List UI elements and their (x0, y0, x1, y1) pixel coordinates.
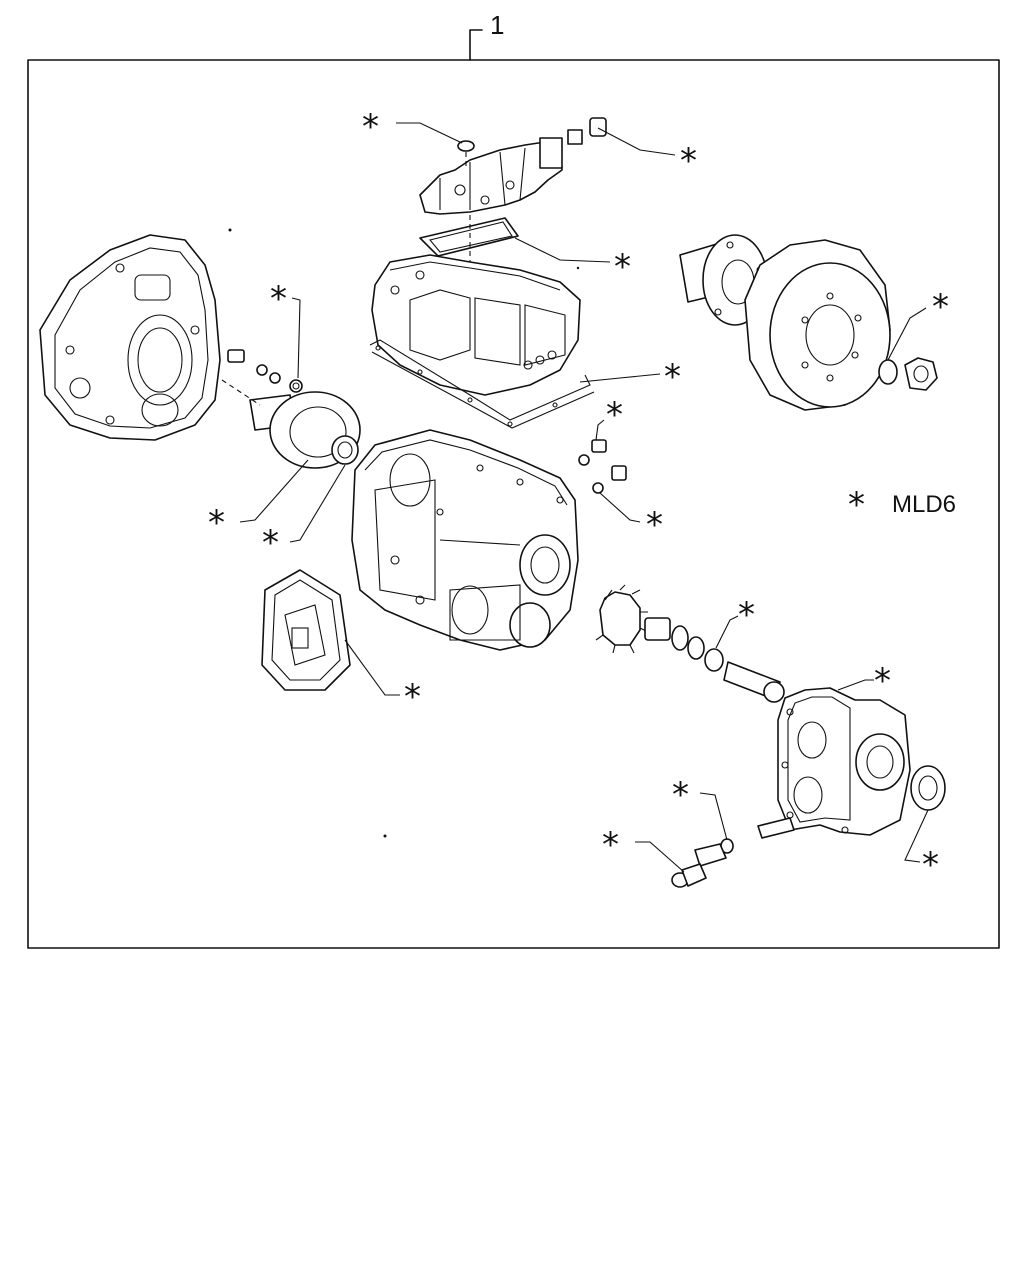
marker-shaft-cover: * (208, 503, 225, 543)
oil-seal-part (910, 765, 946, 811)
callout-markers: * * * * * * * * * * * * * (208, 107, 949, 885)
marker-case-gasket: * (664, 357, 681, 397)
input-shaft-cover-part (221, 379, 361, 469)
legend: * MLD6 (848, 485, 956, 525)
legend-text: MLD6 (892, 491, 956, 518)
marker-top-washer: * (362, 107, 379, 147)
drain-plugs-part (578, 439, 627, 494)
side-cover-gasket-part (261, 569, 351, 691)
shift-housing-part (371, 254, 581, 396)
marker-top-gasket: * (614, 247, 631, 287)
assembly-callout: 1 (469, 10, 504, 61)
assembly-reference-number: 1 (490, 10, 504, 40)
marker-flange-washer: * (932, 287, 949, 327)
washer-and-nut-part (878, 357, 938, 391)
marker-input-seal: * (262, 523, 279, 563)
marker-oil-seal: * (922, 845, 939, 885)
top-cover-part (419, 117, 607, 215)
marker-shaft-o-ring: * (738, 595, 755, 635)
bolts-set-part (227, 349, 303, 393)
speedometer-drive-part (671, 817, 795, 888)
marker-rear-gasket: * (874, 661, 891, 701)
marker-bolt-washer: * (270, 279, 287, 319)
marker-speedo-sleeve: * (602, 825, 619, 865)
marker-drain-plug-lower: * (646, 505, 663, 545)
marker-drain-plug-upper: * (606, 395, 623, 435)
marker-plug: * (680, 141, 697, 181)
output-gear-part (595, 584, 785, 703)
top-gasket-part (419, 215, 519, 300)
transmission-case-part (351, 429, 579, 651)
case-top-gasket-part (369, 339, 595, 429)
flywheel-housing-part (39, 234, 221, 441)
rear-housing-part (777, 687, 911, 836)
legend-symbol: * (848, 485, 865, 525)
marker-speedo-washer: * (672, 775, 689, 815)
diagram-frame (27, 59, 1000, 949)
marker-side-gasket: * (404, 677, 421, 717)
damper-disc-part (744, 239, 891, 411)
